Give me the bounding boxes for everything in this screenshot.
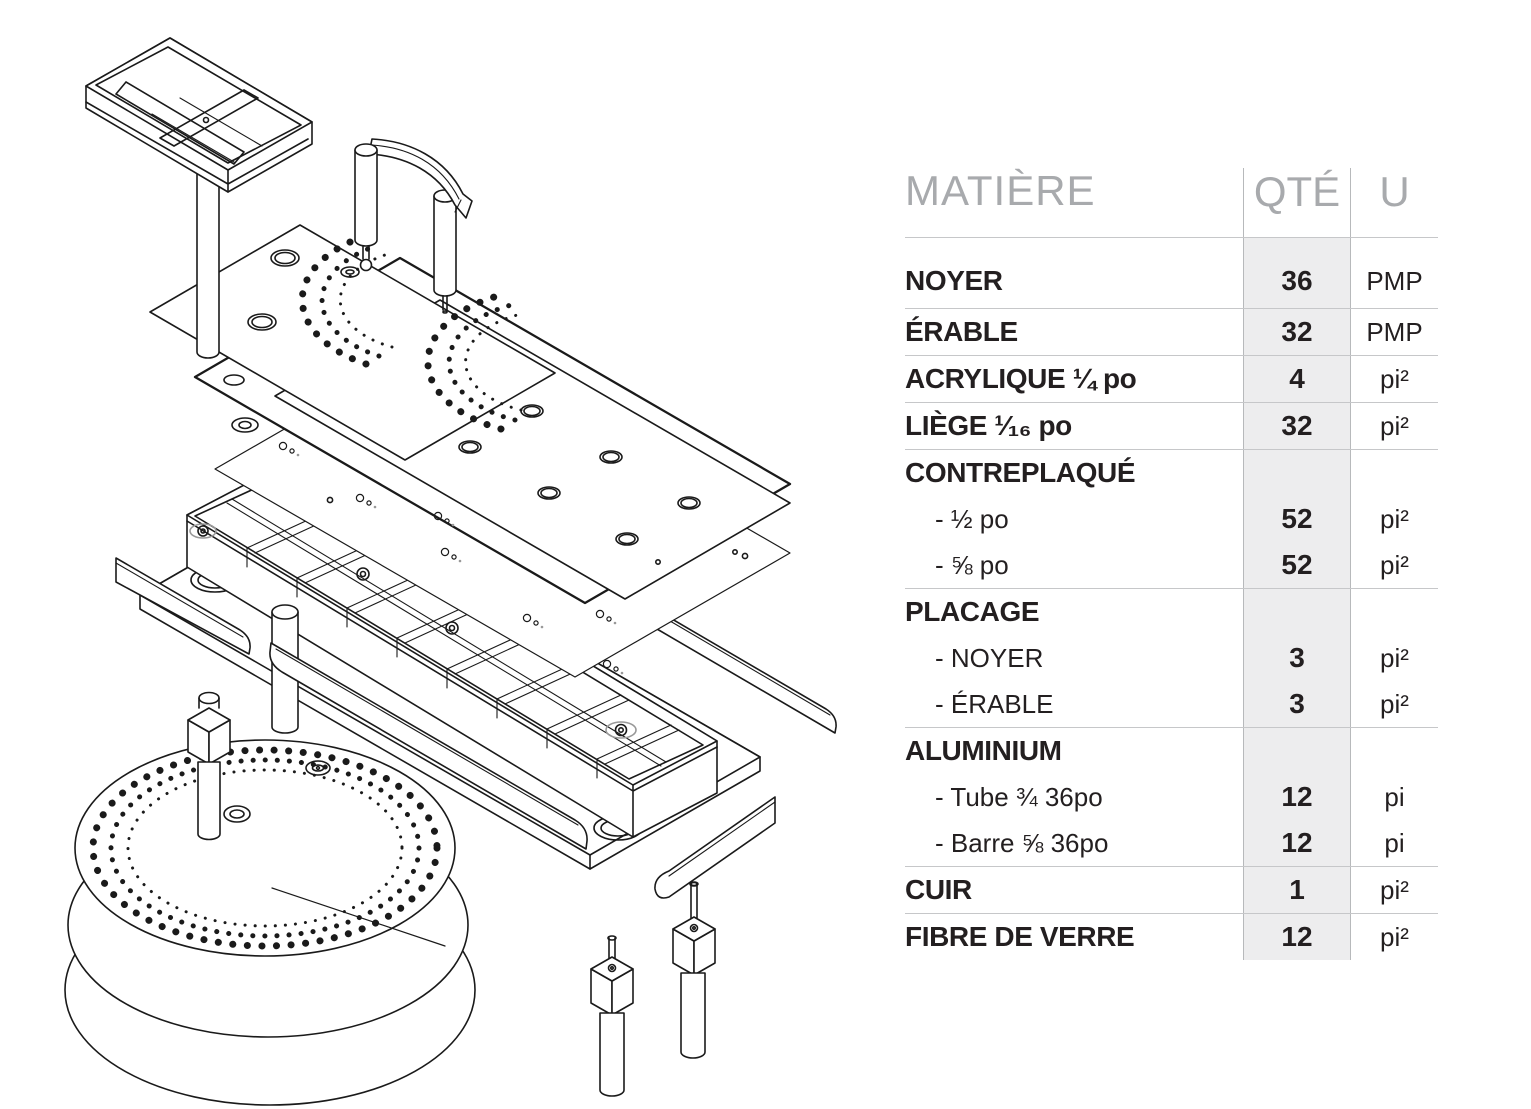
- table-row: - ÉRABLE 3 pi²: [905, 681, 1438, 728]
- material-label: - ½ po: [935, 503, 1009, 534]
- material-label: - Tube ¾ 36po: [935, 781, 1103, 812]
- disc-leg-post: [187, 691, 231, 841]
- material-label: PLACAGE: [905, 596, 1040, 627]
- material-label: - Barre ⅝ 36po: [935, 827, 1109, 858]
- material-label: NOYER: [905, 265, 1003, 296]
- perforation-arc-pattern: [298, 235, 523, 433]
- material-label: CUIR: [905, 874, 972, 905]
- quantity-value: 4: [1243, 356, 1351, 402]
- table-row: LIÈGE ¹⁄₁₆ po 32 pi²: [905, 403, 1438, 450]
- unit-value: pi²: [1380, 410, 1409, 441]
- quantity-value: 12: [1243, 914, 1351, 960]
- material-label: - NOYER: [935, 642, 1044, 673]
- quantity-value: 52: [1243, 542, 1351, 588]
- material-label: ALUMINIUM: [905, 735, 1062, 766]
- stacked-base-discs: [64, 739, 476, 1106]
- table-row: ÉRABLE 32 PMP: [905, 309, 1438, 356]
- quantity-value: 1: [1243, 867, 1351, 913]
- storage-tray: [85, 37, 313, 193]
- unit-value: [1351, 728, 1438, 774]
- material-label: ACRYLIQUE ¼ po: [905, 363, 1137, 394]
- unit-value: [1351, 589, 1438, 635]
- table-row: CONTREPLAQUÉ: [905, 450, 1438, 496]
- unit-value: PMP: [1366, 316, 1423, 347]
- quantity-value: 3: [1243, 635, 1351, 681]
- quantity-value: 36: [1243, 238, 1351, 308]
- quantity-value: [1243, 450, 1351, 496]
- quantity-value: 12: [1243, 820, 1351, 866]
- material-label: ÉRABLE: [905, 316, 1018, 347]
- unit-value: pi²: [1380, 503, 1409, 534]
- material-label: - ÉRABLE: [935, 688, 1054, 719]
- unit-value: pi²: [1380, 921, 1409, 952]
- lattice-core-frame: [186, 470, 718, 838]
- unit-value: pi: [1384, 827, 1405, 858]
- table-row: - ⅝ po 52 pi²: [905, 542, 1438, 589]
- table-row: PLACAGE: [905, 589, 1438, 635]
- material-label: CONTREPLAQUÉ: [905, 457, 1136, 488]
- unit-value: pi²: [1380, 363, 1409, 394]
- unit-value: pi²: [1380, 874, 1409, 905]
- quantity-value: 12: [1243, 774, 1351, 820]
- unit-value: pi²: [1380, 549, 1409, 580]
- front-legs: [590, 881, 716, 1097]
- quantity-value: 52: [1243, 496, 1351, 542]
- material-label: - ⅝ po: [935, 549, 1009, 580]
- quantity-value: 3: [1243, 681, 1351, 727]
- tray-post: [196, 169, 220, 359]
- table-row: - ½ po 52 pi²: [905, 496, 1438, 542]
- header-u: U: [1379, 168, 1410, 215]
- unit-value: PMP: [1366, 266, 1423, 296]
- unit-value: pi: [1384, 781, 1405, 812]
- quantity-value: [1243, 589, 1351, 635]
- table-row: FIBRE DE VERRE 12 pi²: [905, 914, 1438, 960]
- fastener-details: [278, 441, 624, 675]
- unit-value: [1351, 450, 1438, 496]
- bill-of-materials: MATIÈRE QTÉ U NOYER 36 PMP ÉRABLE 32 PMP…: [905, 167, 1438, 960]
- unit-value: pi²: [1380, 688, 1409, 719]
- quantity-value: 32: [1243, 309, 1351, 355]
- table-body: NOYER 36 PMP ÉRABLE 32 PMP ACRYLIQUE ¼ p…: [905, 238, 1438, 960]
- table-row: ALUMINIUM: [905, 728, 1438, 774]
- table-row: NOYER 36 PMP: [905, 238, 1438, 309]
- material-label: LIÈGE ¹⁄₁₆ po: [905, 410, 1072, 441]
- quantity-value: 32: [1243, 403, 1351, 449]
- material-label: FIBRE DE VERRE: [905, 921, 1135, 952]
- table-row: - Tube ¾ 36po 12 pi: [905, 774, 1438, 820]
- exploded-assembly-drawing: [64, 37, 837, 1106]
- curved-backrest: [354, 138, 473, 314]
- edge-rails: [115, 557, 837, 850]
- header-qte: QTÉ: [1243, 168, 1351, 237]
- perforated-disc-rings: [89, 746, 441, 950]
- quantity-value: [1243, 728, 1351, 774]
- table-row: - Barre ⅝ 36po 12 pi: [905, 820, 1438, 867]
- table-row: ACRYLIQUE ¼ po 4 pi²: [905, 356, 1438, 403]
- table-header: MATIÈRE QTÉ U: [905, 167, 1438, 238]
- table-row: - NOYER 3 pi²: [905, 635, 1438, 681]
- unit-value: pi²: [1380, 642, 1409, 673]
- header-matiere: MATIÈRE: [905, 167, 1096, 214]
- table-row: CUIR 1 pi²: [905, 867, 1438, 914]
